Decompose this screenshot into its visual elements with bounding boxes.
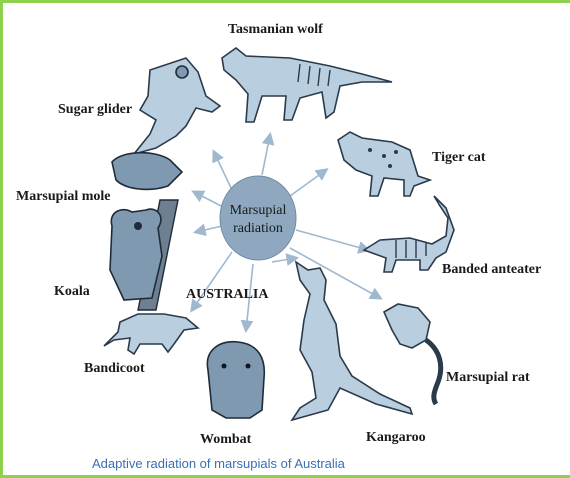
label-tasmanian-wolf: Tasmanian wolf bbox=[228, 22, 323, 37]
label-marsupial-rat: Marsupial rat bbox=[446, 370, 530, 385]
tiger-cat-illustration bbox=[338, 132, 430, 196]
figure-caption: Adaptive radiation of marsupials of Aust… bbox=[92, 456, 346, 471]
tasmanian-wolf-illustration bbox=[222, 48, 392, 122]
arrow-to-tiger-cat bbox=[290, 170, 326, 196]
bandicoot-illustration bbox=[104, 314, 198, 354]
label-marsupial-mole: Marsupial mole bbox=[16, 189, 111, 204]
arrow-to-banded-anteater bbox=[296, 230, 368, 250]
label-sugar-glider: Sugar glider bbox=[58, 102, 132, 117]
arrow-to-tasmanian-wolf bbox=[262, 135, 270, 175]
marsupial-rat-illustration bbox=[384, 304, 441, 404]
marsupial-mole-illustration bbox=[112, 153, 182, 190]
label-banded-anteater: Banded anteater bbox=[442, 262, 541, 277]
wombat-illustration bbox=[207, 342, 264, 418]
label-wombat: Wombat bbox=[200, 432, 252, 447]
label-kangaroo: Kangaroo bbox=[366, 430, 426, 445]
arrow-to-marsupial-mole bbox=[194, 192, 225, 208]
label-tiger-cat: Tiger cat bbox=[432, 150, 486, 165]
arrow-to-sugar-glider bbox=[214, 152, 232, 190]
center-label-line2: radiation bbox=[233, 221, 283, 236]
label-bandicoot: Bandicoot bbox=[84, 361, 145, 376]
kangaroo-illustration bbox=[292, 262, 412, 420]
banded-anteater-illustration bbox=[364, 196, 454, 272]
label-koala: Koala bbox=[54, 284, 90, 299]
region-label: AUSTRALIA bbox=[186, 287, 269, 302]
sugar-glider-illustration bbox=[134, 58, 220, 154]
koala-illustration bbox=[110, 200, 178, 310]
center-label-line1: Marsupial bbox=[230, 203, 287, 218]
center-disc bbox=[220, 176, 296, 260]
arrow-to-kangaroo bbox=[272, 258, 296, 262]
arrow-to-koala bbox=[196, 226, 222, 232]
